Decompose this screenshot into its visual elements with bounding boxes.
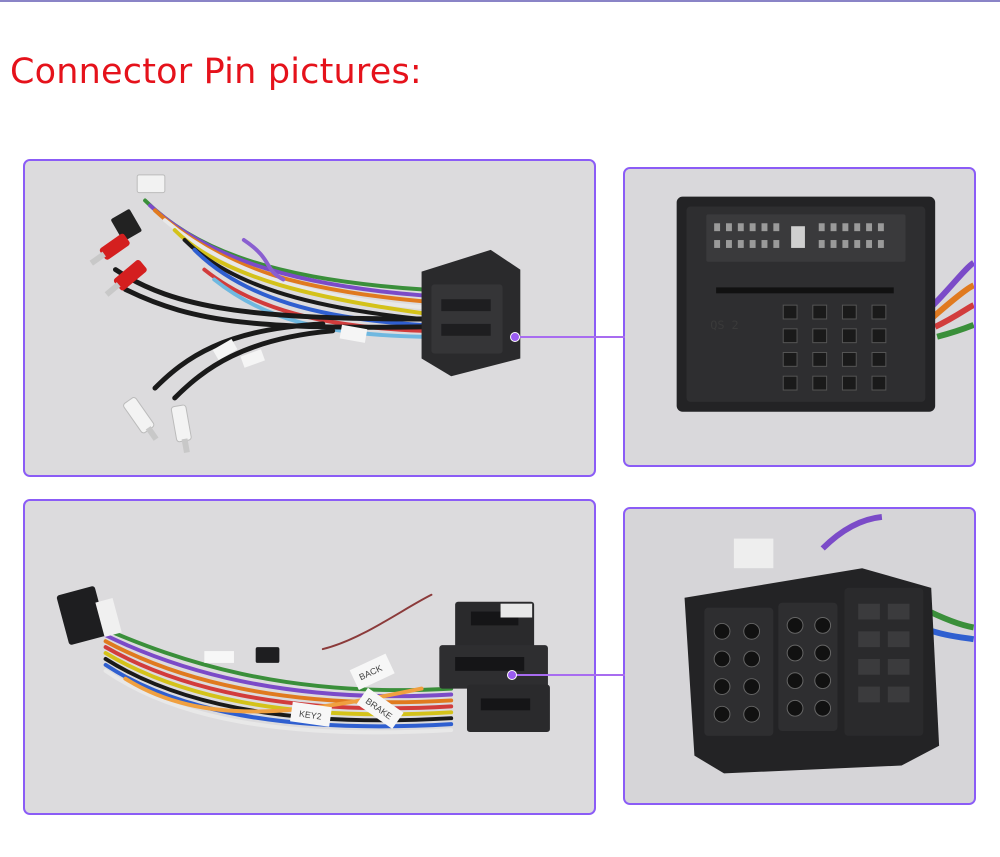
key2-label: KEY2	[298, 709, 322, 722]
quadlock-connector-face-icon: QS 2	[625, 169, 974, 465]
wiring-harness-iso-icon: KEY2 BRAKE BACK	[26, 501, 593, 813]
iso-connector-closeup	[623, 507, 976, 805]
pointer-dot-top	[510, 332, 520, 342]
pointer-dot-bottom	[507, 670, 517, 680]
iso-connector-face-icon	[625, 509, 974, 803]
mold-mark-text: QS 2	[710, 318, 739, 332]
top-divider	[0, 0, 1000, 2]
wiring-harness-quadlock-icon	[26, 161, 593, 475]
pointer-line-bottom	[507, 670, 625, 680]
harness-photo-bottom: KEY2 BRAKE BACK	[23, 499, 596, 815]
page-title: Connector Pin pictures:	[10, 52, 422, 92]
harness-photo-top	[23, 159, 596, 477]
pointer-line-top	[510, 332, 625, 342]
quadlock-connector-closeup: QS 2	[623, 167, 976, 467]
